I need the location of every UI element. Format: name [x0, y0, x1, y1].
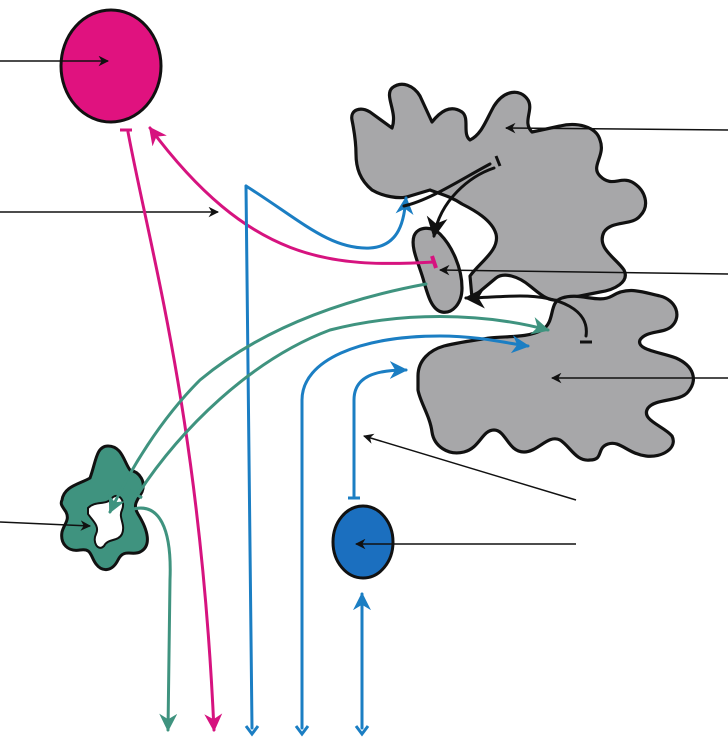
magenta-terminal-2 — [430, 255, 438, 269]
green-pathway-2 — [136, 315, 550, 496]
magenta-pathway-return — [148, 126, 436, 265]
black-arrow-lower-to-body — [463, 287, 588, 338]
label-pointer-small-body — [438, 264, 728, 276]
blue-pathway-1-top — [244, 184, 414, 250]
green-pathway-1 — [108, 282, 428, 514]
label-pointer-cortex-upper — [504, 122, 728, 134]
gray-cortex-upper — [350, 82, 648, 302]
blue-pathway-1 — [244, 184, 254, 730]
blue-fork-1 — [244, 725, 260, 737]
label-pointer-green-structure — [0, 520, 92, 531]
blue-pathway-3 — [352, 361, 408, 498]
blue-pathway-2 — [300, 334, 530, 730]
blue-fork-2 — [294, 725, 310, 737]
blue-fork-3 — [354, 725, 370, 737]
label-pointer-blue-fiber — [362, 433, 577, 501]
magenta-pathway-long — [126, 130, 223, 732]
black-arrow-upper-return — [402, 162, 492, 208]
magenta-nucleus — [59, 8, 163, 124]
black-terminal-upper — [494, 155, 502, 167]
green-terminal — [129, 488, 143, 500]
green-pathway-3 — [128, 506, 178, 732]
black-arrow-cortex-to-body — [426, 166, 496, 239]
blue-nucleus — [331, 504, 395, 580]
